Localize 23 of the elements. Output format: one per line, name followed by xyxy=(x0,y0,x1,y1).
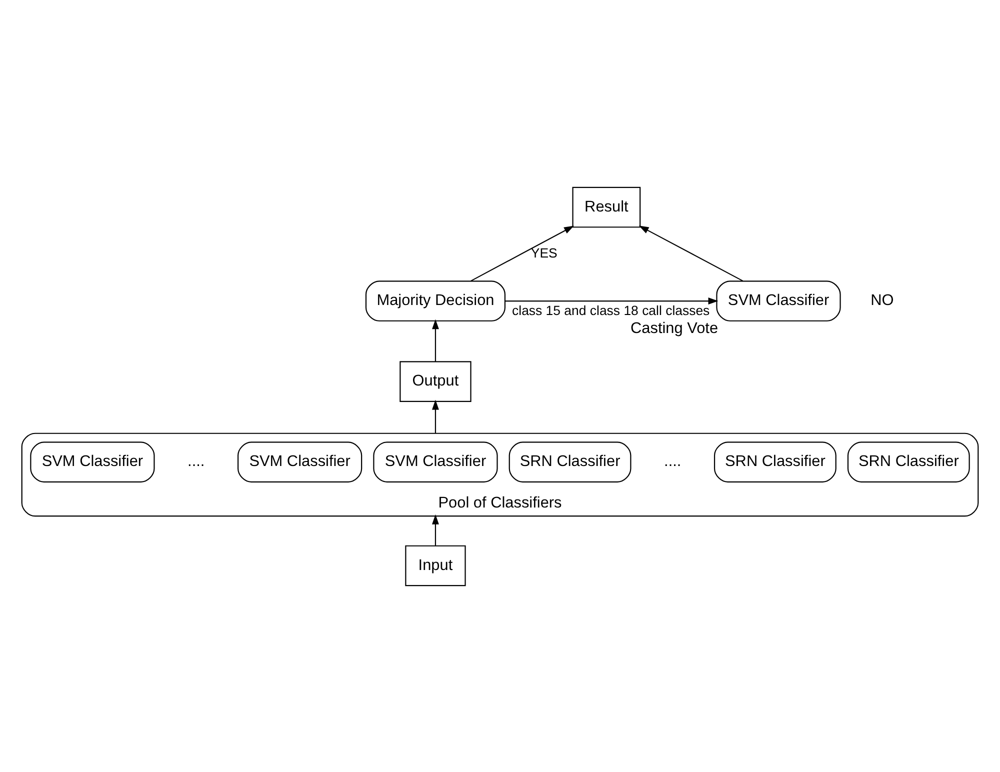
node-box: SRN Classifier xyxy=(714,441,836,482)
node-box: Output xyxy=(400,360,472,402)
node-box: Majority Decision xyxy=(365,280,506,321)
arrow xyxy=(470,225,574,281)
label: .... xyxy=(188,452,205,470)
arrow xyxy=(505,297,718,304)
arrow xyxy=(638,225,744,281)
arrow xyxy=(432,399,439,433)
node-box: SVM Classifier xyxy=(373,441,498,482)
node-label: Casting Vote xyxy=(630,320,718,337)
arrow xyxy=(432,514,439,546)
arrow xyxy=(432,318,439,361)
node-box: SVM Classifier xyxy=(716,280,841,321)
label: .... xyxy=(664,452,682,470)
node-box: SRN Classifier xyxy=(847,441,970,482)
node-box: SVM Classifier xyxy=(30,441,155,482)
label: NO xyxy=(870,292,894,309)
edge-label: class 15 and class 18 call classes xyxy=(512,302,710,318)
node-box: SRN Classifier xyxy=(508,441,632,482)
node-box: SVM Classifier xyxy=(237,441,362,482)
node-box: Result xyxy=(572,186,641,228)
edge-label: YES xyxy=(530,245,558,260)
node-box: Input xyxy=(405,544,466,586)
